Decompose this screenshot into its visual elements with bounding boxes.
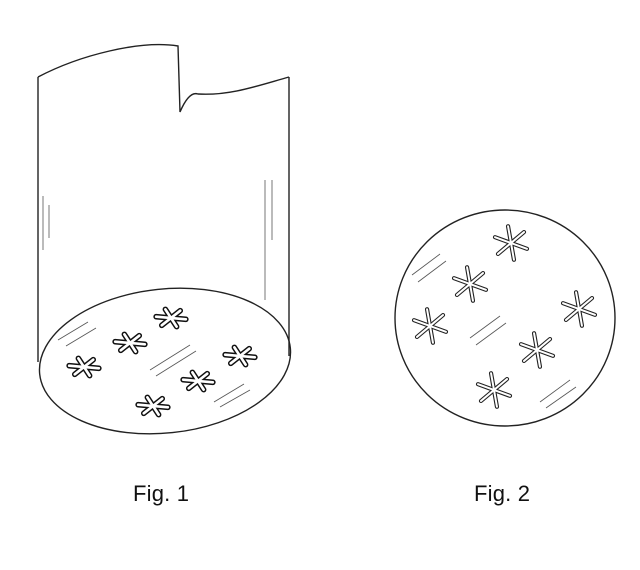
figure-1-caption: Fig. 1 [133, 481, 190, 506]
end-hatch [65, 327, 97, 347]
star-mark [222, 344, 258, 368]
disc-hatch [469, 315, 501, 339]
fig1-drawing [37, 43, 292, 435]
tube-torn-top [37, 43, 290, 113]
star-mark [66, 355, 102, 379]
star-mark [180, 369, 216, 393]
star-mark [153, 306, 189, 330]
star-mark [451, 265, 489, 303]
end-hatch [57, 321, 89, 341]
star-mark [560, 290, 598, 328]
tube-end-ellipse [38, 287, 292, 435]
end-hatch [213, 383, 245, 403]
fig2-drawing [394, 209, 616, 427]
star-mark [518, 331, 556, 369]
disc-hatch [417, 260, 447, 283]
disc-hatch [545, 386, 577, 409]
disc-hatch [411, 253, 441, 276]
disc-outline [394, 209, 616, 427]
star-mark [411, 307, 449, 345]
end-hatch [219, 389, 251, 408]
fig1-stars [66, 306, 258, 418]
end-hatch [155, 350, 197, 377]
figure-2-caption: Fig. 2 [474, 481, 531, 506]
disc-hatch [475, 322, 507, 346]
disc-hatch [539, 379, 571, 403]
fig2-stars [411, 224, 598, 409]
end-hatch [149, 344, 191, 371]
star-mark [492, 224, 530, 262]
star-mark [475, 371, 513, 409]
star-mark [135, 394, 171, 418]
star-mark [112, 331, 148, 355]
